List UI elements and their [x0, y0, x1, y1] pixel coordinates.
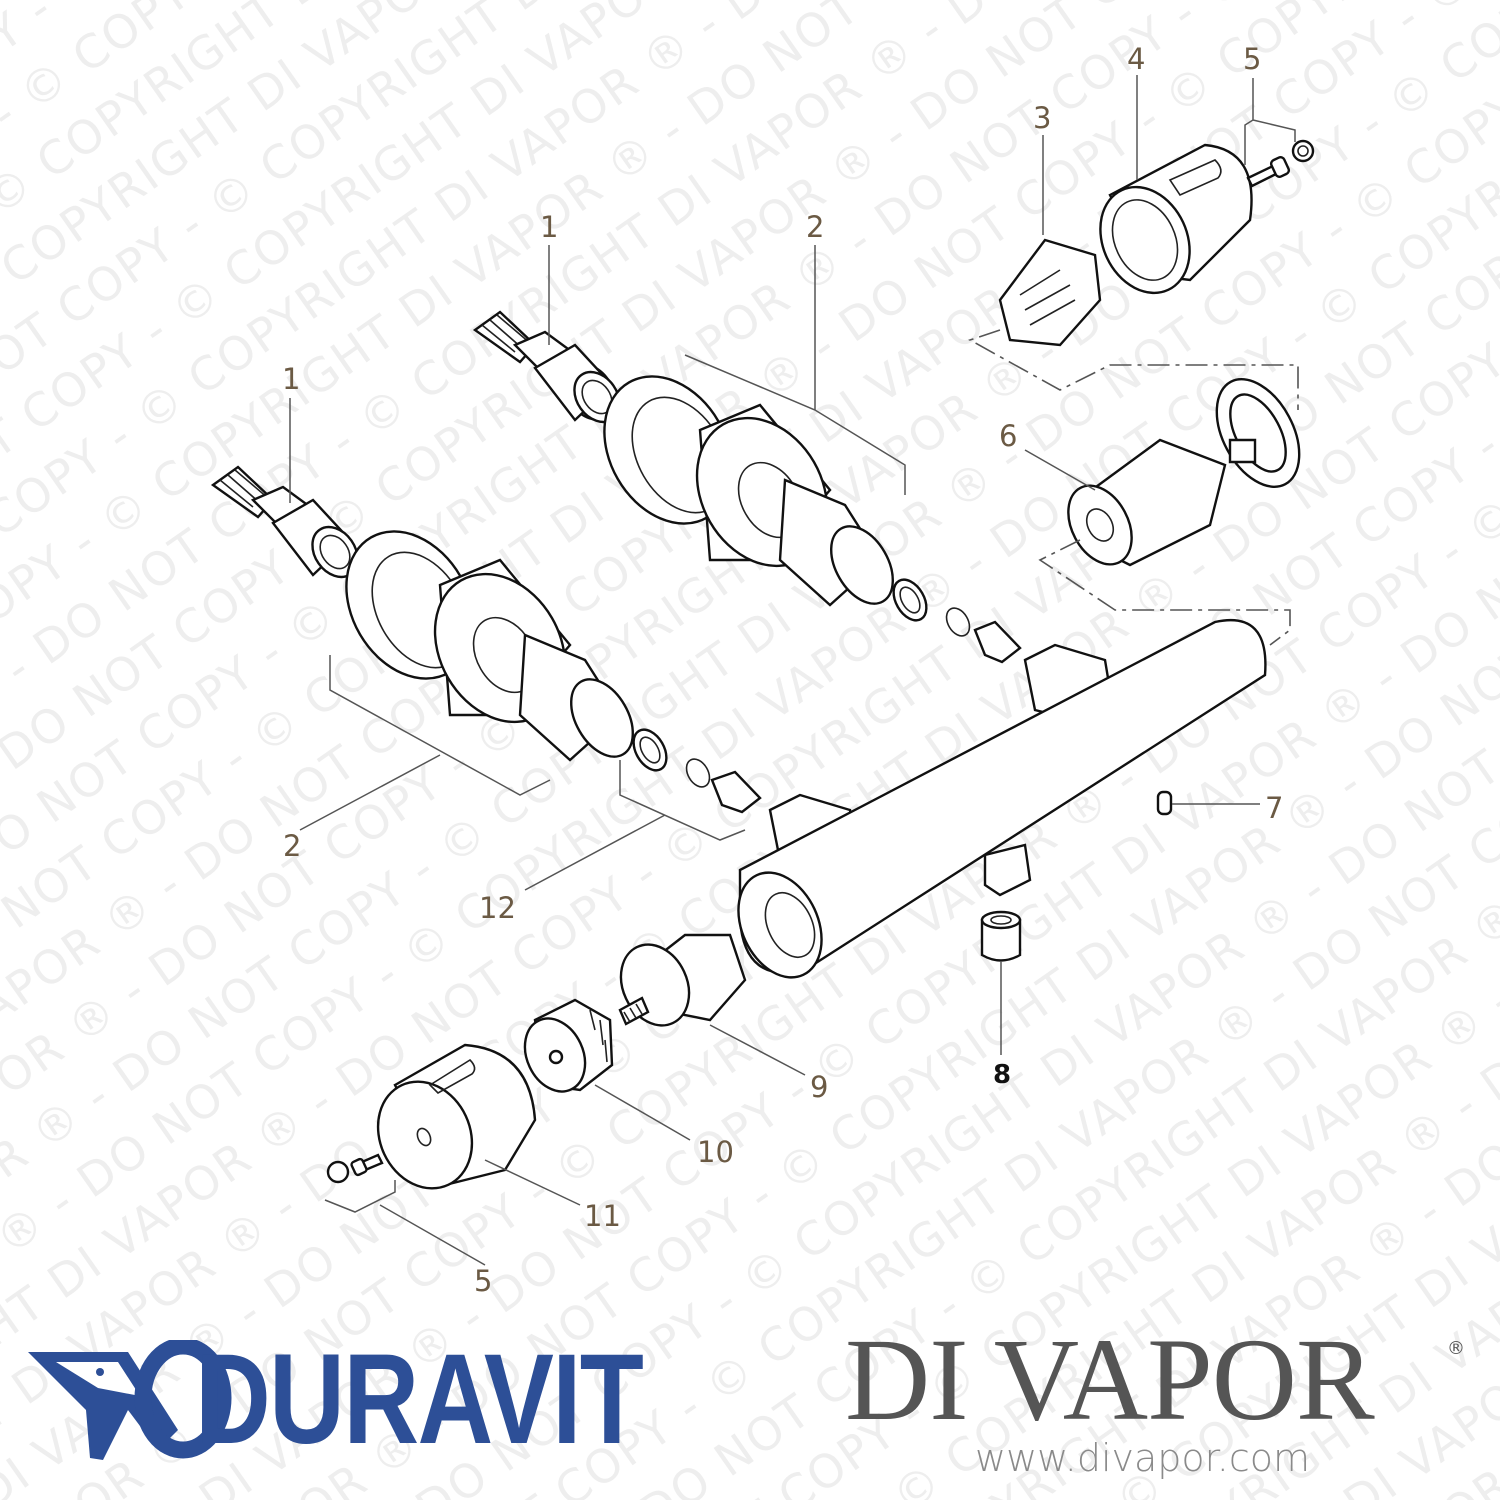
registered-mark: ® [1447, 1338, 1465, 1359]
divapor-website-link[interactable]: www.divapor.com [975, 1436, 1311, 1480]
part-9-flow-cartridge [618, 933, 747, 1027]
duravit-wordmark: DURAVIT [195, 1328, 644, 1471]
part-11-flow-handle [376, 1043, 537, 1190]
part-5-upper-screw-cap [1246, 139, 1315, 188]
part-6-thermostatic-cartridge [1067, 378, 1301, 567]
callout-part-2: 2 [283, 829, 302, 863]
callout-part-11: 11 [584, 1199, 621, 1233]
callout-part-1: 1 [282, 362, 301, 396]
part-12-upper-seal-set [892, 578, 1022, 664]
callout-part-3: 3 [1033, 101, 1052, 135]
callout-part-6: 6 [999, 419, 1018, 453]
callout-part-5: 5 [1243, 42, 1262, 76]
part-7-pin [1156, 790, 1173, 816]
callout-part-5: 5 [474, 1264, 493, 1298]
assembly-guides [968, 329, 1299, 646]
callout-part-10: 10 [697, 1135, 734, 1169]
callout-part-7: 7 [1265, 791, 1284, 825]
part-2-lower-eccentric-assembly [345, 530, 634, 762]
callout-part-8: 8 [993, 1060, 1012, 1090]
part-2-upper-eccentric-assembly [603, 375, 894, 607]
part-10-adapter [523, 998, 614, 1093]
leader-lines [289, 75, 1296, 1266]
mixer-body [737, 618, 1267, 979]
part-8-sleeve [980, 910, 1022, 962]
part-1-lower-connector [210, 465, 359, 579]
callout-part-9: 9 [810, 1070, 829, 1104]
part-5-lower-screw-cap [326, 1153, 384, 1184]
callout-part-12: 12 [479, 891, 516, 925]
callout-part-2: 2 [806, 210, 825, 244]
divapor-wordmark: DI VAPOR [845, 1314, 1375, 1445]
part-4-temperature-handle [1099, 143, 1253, 295]
callout-part-4: 4 [1127, 42, 1146, 76]
callout-part-1: 1 [540, 210, 559, 244]
part-12-lower-seal-set [632, 728, 762, 814]
duravit-logo-mark [28, 1340, 232, 1460]
part-3-temperature-stop [998, 238, 1102, 347]
